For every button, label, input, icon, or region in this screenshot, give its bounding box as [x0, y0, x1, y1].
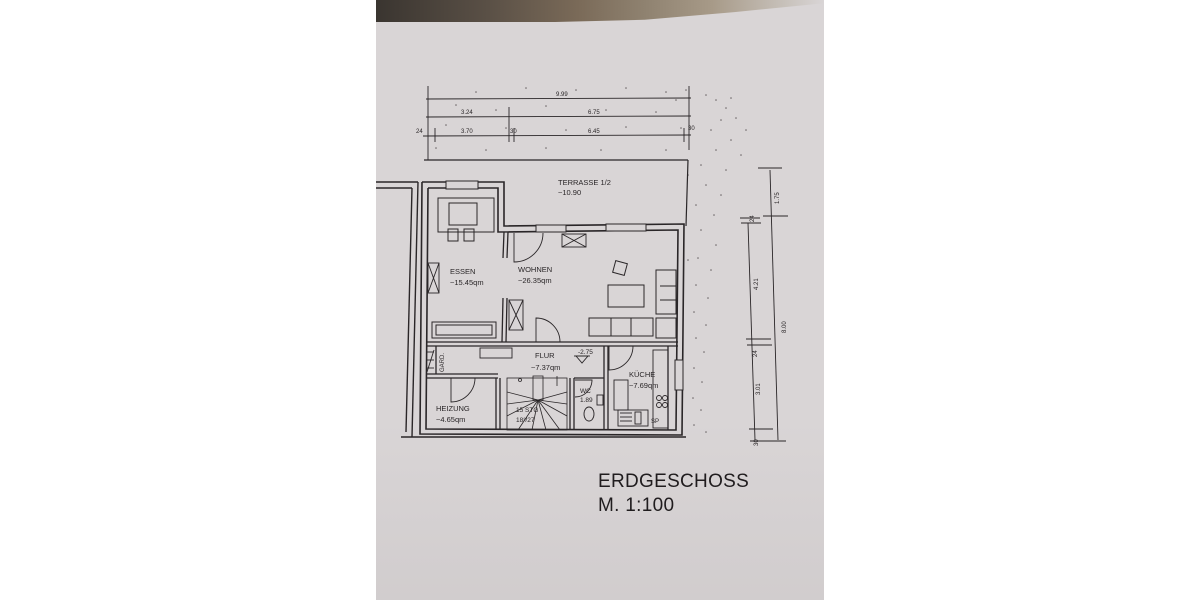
room-flur-area: ~7.37qm	[531, 363, 560, 372]
room-wc-area: 1.89	[580, 397, 593, 404]
room-kueche-name: KÜCHE	[629, 370, 655, 379]
dim-row2-b: 6.75	[588, 110, 600, 116]
floor-plan-drawing: 9.99 3.24 6.75 24 3.70 30 6.45 30 24 4.2…	[376, 86, 788, 446]
staircase	[506, 375, 568, 431]
windows	[445, 180, 684, 391]
room-kueche-area: ~7.69qm	[629, 381, 658, 390]
right-dimension-lines	[740, 167, 788, 442]
level-marker-label: -2.75	[578, 349, 593, 356]
dim-overall: 9.99	[556, 92, 568, 98]
exterior-walls	[419, 181, 685, 436]
level-marker: -2.75	[574, 349, 593, 364]
dim-right-g: 8.00	[782, 321, 788, 333]
room-terrasse-name: TERRASSE 1/2	[558, 178, 611, 187]
dim-row3-e: 30	[688, 126, 695, 132]
room-wohnen-name: WOHNEN	[518, 265, 552, 274]
dim-right-f: 1.75	[775, 192, 781, 204]
room-heizung-name: HEIZUNG	[436, 404, 470, 413]
dim-row3-a: 24	[416, 129, 423, 135]
room-essen-name: ESSEN	[450, 267, 475, 276]
room-labels: TERRASSE 1/2 ~10.90 ESSEN ~15.45qm WOHNE…	[436, 178, 659, 425]
drawing-title-block: ERDGESCHOSS M. 1:100	[598, 470, 749, 518]
paper-shading	[376, 0, 824, 600]
dim-right-b: 4.21	[754, 278, 760, 290]
top-dimension-lines	[422, 86, 692, 160]
kitchen-fixtures	[613, 349, 669, 429]
dining-furniture	[431, 197, 497, 339]
stairs-rise: 18³/27	[516, 417, 535, 424]
dim-row3-b: 3.70	[461, 129, 473, 135]
room-garderobe-name: GARD.	[440, 353, 446, 372]
living-furniture	[588, 260, 677, 339]
floor-plan-photo: 9.99 3.24 6.75 24 3.70 30 6.45 30 24 4.2…	[376, 0, 824, 600]
room-terrasse-area: ~10.90	[558, 188, 581, 197]
drawing-title: ERDGESCHOSS	[598, 470, 749, 494]
kitchen-sp-label: SP	[651, 419, 659, 425]
room-wohnen-area: ~26.35qm	[518, 276, 552, 285]
dim-row2-a: 3.24	[461, 110, 473, 116]
landscaping-dots	[435, 87, 747, 433]
dim-right-c: 24	[753, 350, 759, 357]
dim-row3-c: 30	[510, 129, 517, 135]
dim-right-d: 3.01	[756, 383, 762, 395]
interior-walls	[426, 231, 678, 430]
room-wc-name: WC	[580, 388, 591, 395]
closet-crosses	[427, 233, 587, 331]
stairs-label: 15 STG	[516, 407, 538, 414]
right-dimension-labels: 24 4.21 24 3.01 30 1.75 8.00	[750, 192, 788, 446]
room-heizung-area: ~4.65qm	[436, 415, 465, 424]
wardrobe	[426, 347, 513, 373]
dim-right-a: 24	[750, 215, 756, 222]
dim-row3-d: 6.45	[588, 129, 600, 135]
room-essen-area: ~15.45qm	[450, 278, 484, 287]
drawing-scale: M. 1:100	[598, 494, 749, 518]
terrace	[424, 159, 689, 227]
wc-fixtures	[583, 394, 604, 422]
room-flur-name: FLUR	[535, 351, 555, 360]
dim-right-e: 30	[754, 439, 760, 446]
neighbor-walls	[376, 181, 686, 438]
doors	[450, 232, 634, 403]
top-dimension-labels: 9.99 3.24 6.75 24 3.70 30 6.45 30	[416, 92, 695, 135]
